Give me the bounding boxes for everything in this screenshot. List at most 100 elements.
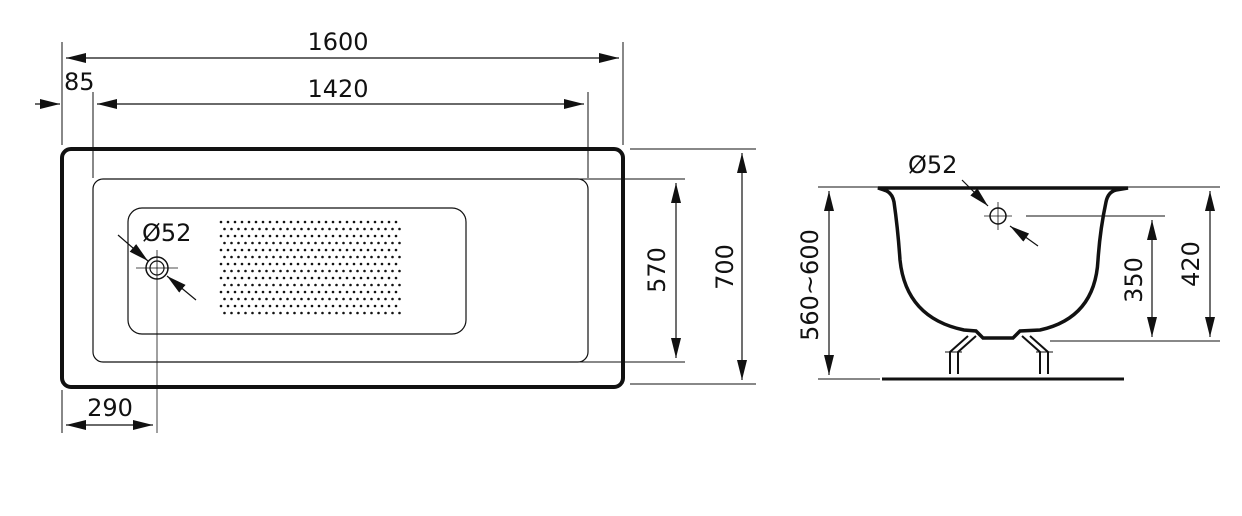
anti-slip-dot (286, 297, 289, 301)
anti-slip-dot (296, 304, 300, 308)
anti-slip-dot (356, 297, 359, 301)
anti-slip-dot (342, 241, 345, 245)
anti-slip-dot (384, 227, 387, 231)
anti-slip-dot (244, 311, 247, 315)
anti-slip-dot (331, 304, 335, 308)
anti-slip-dot (300, 227, 303, 231)
anti-slip-dot (272, 241, 275, 245)
anti-slip-dot (286, 241, 289, 245)
anti-slip-dot (268, 220, 272, 224)
anti-slip-dot (377, 255, 380, 259)
anti-slip-dot (317, 290, 321, 294)
dimension-overflow-height: 350 (1050, 220, 1220, 342)
anti-slip-dot (244, 269, 247, 273)
anti-slip-dot (233, 248, 237, 252)
anti-slip-dot (268, 248, 272, 252)
anti-slip-dot (265, 241, 268, 245)
anti-slip-dot (279, 269, 282, 273)
anti-slip-dot (293, 255, 296, 259)
anti-slip-dot (247, 234, 251, 238)
overflow-diameter-label: Ø52 (908, 151, 957, 179)
anti-slip-dot (384, 311, 387, 315)
anti-slip-dot (310, 220, 314, 224)
anti-slip-dot (240, 234, 244, 238)
anti-slip-dot (342, 283, 345, 287)
anti-slip-dot (335, 227, 338, 231)
anti-slip-dot (387, 248, 391, 252)
anti-slip-dot (279, 227, 282, 231)
anti-slip-dot (377, 269, 380, 273)
anti-slip-dot (219, 262, 223, 266)
anti-slip-dot (237, 255, 240, 259)
anti-slip-dot (314, 297, 317, 301)
anti-slip-dot (317, 304, 321, 308)
anti-slip-dot (258, 255, 261, 259)
anti-slip-dot (366, 290, 370, 294)
anti-slip-dot (324, 304, 328, 308)
anti-slip-dot (359, 220, 363, 224)
anti-slip-dot (363, 227, 366, 231)
anti-slip-dot (328, 283, 331, 287)
anti-slip-dot (373, 304, 377, 308)
anti-slip-dot (373, 290, 377, 294)
anti-slip-dot (282, 276, 286, 280)
anti-slip-dot (310, 290, 314, 294)
anti-slip-dot (398, 241, 401, 245)
anti-slip-dot (398, 269, 401, 273)
anti-slip-dot (261, 304, 265, 308)
anti-slip-dot (310, 276, 314, 280)
anti-slip-dot (251, 241, 254, 245)
anti-slip-dot (251, 283, 254, 287)
anti-slip-dot (352, 304, 356, 308)
anti-slip-dot (352, 234, 356, 238)
anti-slip-dot (303, 304, 307, 308)
anti-slip-dot (282, 290, 286, 294)
anti-slip-dot (342, 255, 345, 259)
anti-slip-dot (300, 241, 303, 245)
anti-slip-dot (293, 297, 296, 301)
anti-slip-dot (261, 276, 265, 280)
anti-slip-dot (310, 304, 314, 308)
anti-slip-dot (352, 220, 356, 224)
anti-slip-dot (289, 262, 293, 266)
anti-slip-dot (373, 234, 377, 238)
anti-slip-dot (219, 276, 223, 280)
anti-slip-dot (251, 269, 254, 273)
anti-slip-dot (338, 234, 342, 238)
anti-slip-dot (237, 283, 240, 287)
anti-slip-dot (226, 248, 230, 252)
anti-slip-dot (293, 311, 296, 315)
anti-slip-dot (265, 297, 268, 301)
anti-slip-dot (254, 276, 258, 280)
anti-slip-dot (398, 283, 401, 287)
anti-slip-dot (321, 283, 324, 287)
anti-slip-dot (275, 234, 279, 238)
anti-slip-dot (373, 220, 377, 224)
anti-slip-dot (335, 269, 338, 273)
anti-slip-dot (275, 248, 279, 252)
anti-slip-dot (384, 255, 387, 259)
anti-slip-dot (314, 227, 317, 231)
anti-slip-dot (258, 227, 261, 231)
anti-slip-dot (300, 255, 303, 259)
anti-slip-dot (391, 311, 394, 315)
anti-slip-dot (223, 311, 226, 315)
anti-slip-dot (251, 311, 254, 315)
anti-slip-dot (394, 304, 398, 308)
anti-slip-dot (387, 234, 391, 238)
anti-slip-dot (307, 269, 310, 273)
drain-diameter-label: Ø52 (142, 219, 191, 247)
anti-slip-dot (359, 304, 363, 308)
total-height-label: 560~600 (796, 229, 824, 341)
anti-slip-dot (356, 283, 359, 287)
depth-label: 420 (1177, 241, 1205, 287)
anti-slip-dot (233, 290, 237, 294)
anti-slip-dot (233, 234, 237, 238)
anti-slip-dot (349, 283, 352, 287)
anti-slip-dot (268, 234, 272, 238)
anti-slip-dot (265, 227, 268, 231)
anti-slip-dot (359, 234, 363, 238)
anti-slip-dot (219, 248, 223, 252)
anti-slip-dot (300, 269, 303, 273)
anti-slip-dot (366, 248, 370, 252)
